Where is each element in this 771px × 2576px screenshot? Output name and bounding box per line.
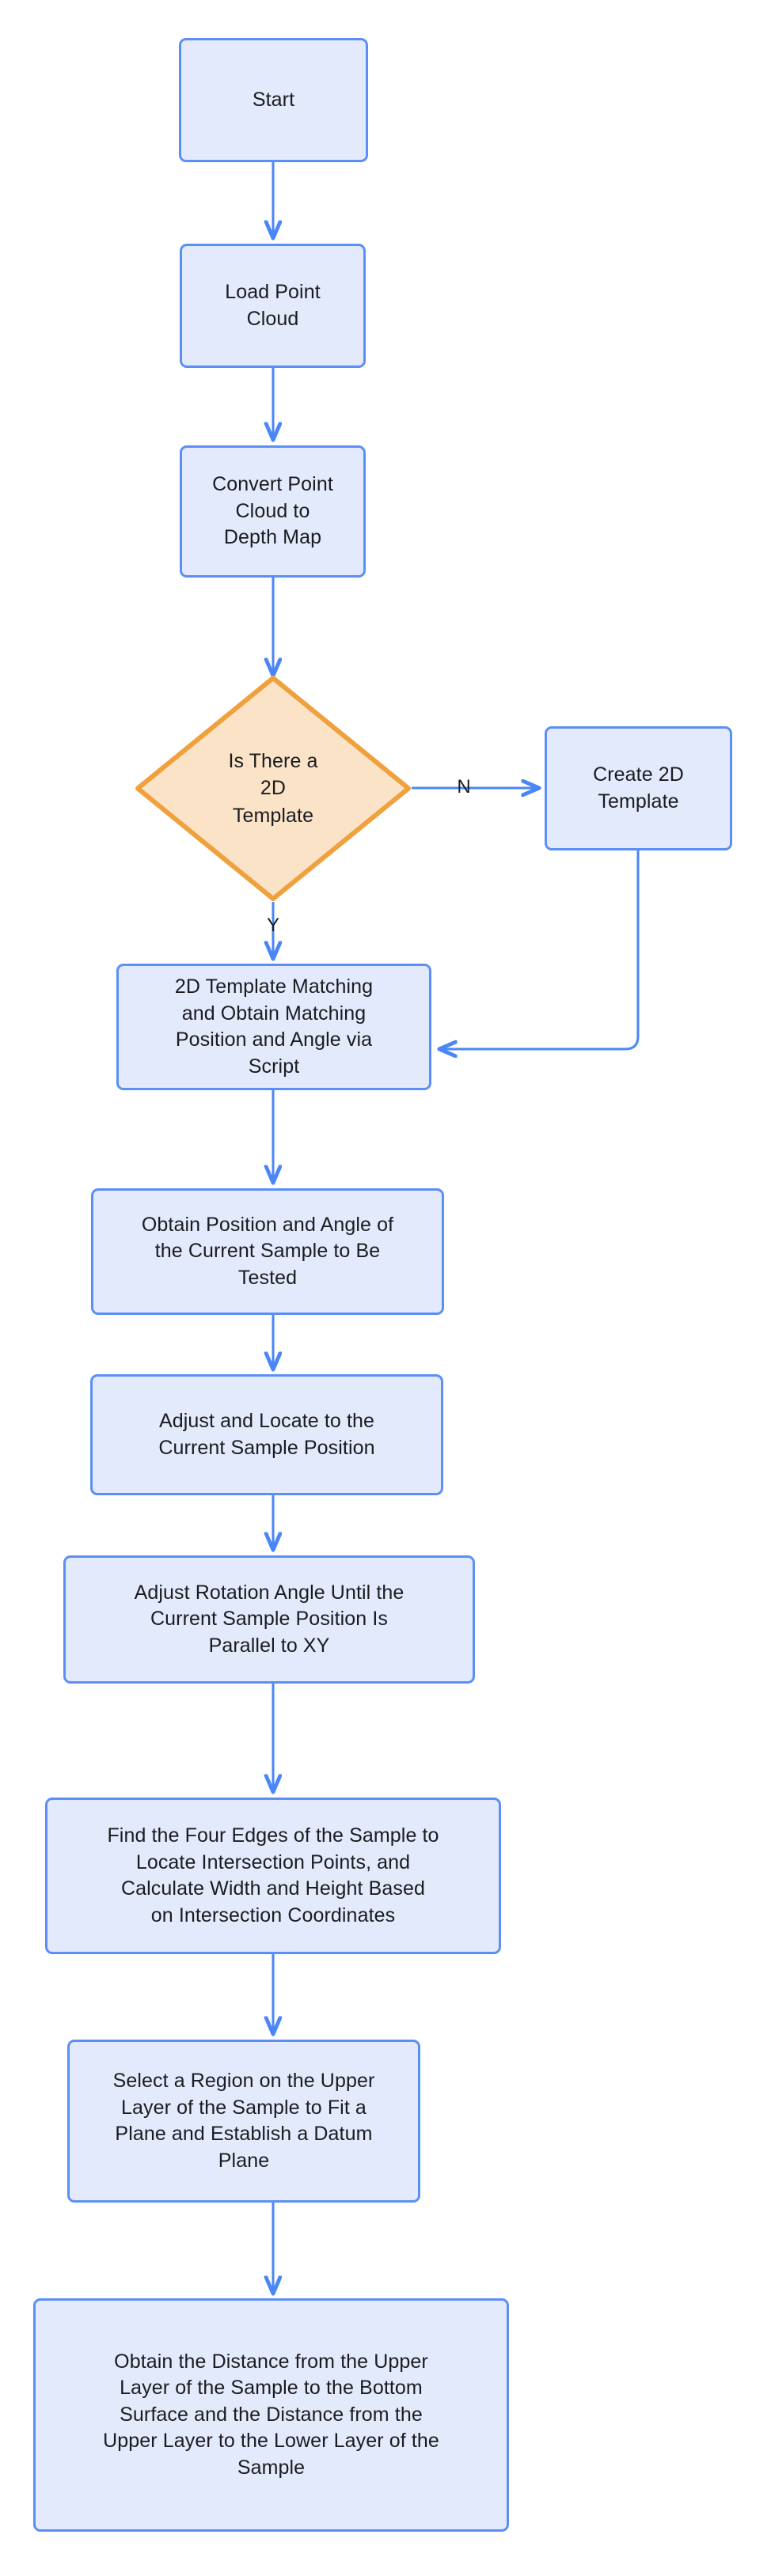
node-convert-to-depth-map-label: Convert Point Cloud to Depth Map: [212, 473, 333, 549]
node-obtain-distances-label: Obtain the Distance from the Upper Layer…: [103, 2350, 439, 2479]
node-find-four-edges-label: Find the Four Edges of the Sample to Loc…: [107, 1824, 439, 1926]
node-adjust-rotation-angle[interactable]: Adjust Rotation Angle Until the Current …: [63, 1555, 475, 1684]
node-load-point-cloud-label: Load Point Cloud: [225, 281, 321, 330]
node-adjust-rotation-angle-label: Adjust Rotation Angle Until the Current …: [134, 1581, 404, 1657]
node-obtain-position-angle[interactable]: Obtain Position and Angle of the Current…: [91, 1188, 444, 1315]
node-template-matching[interactable]: 2D Template Matching and Obtain Matching…: [116, 964, 431, 1090]
node-obtain-distances[interactable]: Obtain the Distance from the Upper Layer…: [33, 2298, 509, 2532]
node-adjust-and-locate-label: Adjust and Locate to the Current Sample …: [158, 1410, 375, 1459]
node-is-there-2d-template-label: Is There a 2D Template: [228, 749, 318, 827]
node-obtain-position-angle-label: Obtain Position and Angle of the Current…: [141, 1213, 394, 1289]
node-select-region-datum-plane-label: Select a Region on the Upper Layer of th…: [112, 2070, 375, 2172]
node-is-there-2d-template[interactable]: Is There a 2D Template: [135, 675, 412, 902]
edge-label-yes-text: Y: [266, 915, 279, 936]
node-create-2d-template-label: Create 2D Template: [593, 763, 684, 813]
node-adjust-and-locate[interactable]: Adjust and Locate to the Current Sample …: [90, 1374, 443, 1495]
node-convert-to-depth-map[interactable]: Convert Point Cloud to Depth Map: [180, 445, 366, 578]
node-create-2d-template[interactable]: Create 2D Template: [545, 726, 732, 850]
node-load-point-cloud[interactable]: Load Point Cloud: [180, 244, 366, 368]
diamond-shape: [135, 676, 411, 901]
node-select-region-datum-plane[interactable]: Select a Region on the Upper Layer of th…: [67, 2040, 420, 2203]
node-template-matching-label: 2D Template Matching and Obtain Matching…: [174, 975, 374, 1078]
node-find-four-edges[interactable]: Find the Four Edges of the Sample to Loc…: [45, 1798, 501, 1954]
edge-label-no: N: [448, 778, 480, 797]
edge-label-no-text: N: [457, 776, 471, 797]
node-start[interactable]: Start: [179, 38, 368, 162]
edge-label-yes: Y: [257, 916, 289, 935]
node-start-label: Start: [252, 88, 295, 111]
